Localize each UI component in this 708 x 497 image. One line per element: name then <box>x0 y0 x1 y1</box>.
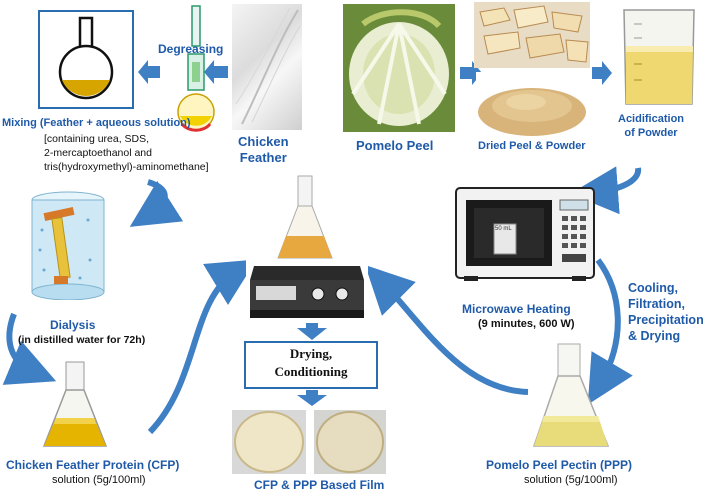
arrow-ppp-to-hotplate <box>365 265 529 395</box>
dried-peel-photo <box>474 2 590 68</box>
arrow-acid-to-microwave <box>570 166 642 215</box>
mixing-detail: [containing urea, SDS, 2-mercaptoethanol… <box>44 133 209 173</box>
dialysis-label: Dialysis <box>50 318 96 332</box>
microwave-detail: (9 minutes, 600 W) <box>478 318 575 330</box>
cfp-title: Chicken Feather Protein (CFP) <box>6 458 180 472</box>
arrow-cfp-to-hotplate <box>147 259 257 435</box>
cfp-film-photo <box>232 410 306 474</box>
drying-label: Drying, Conditioning <box>274 346 348 379</box>
cfp-detail: solution (5g/100ml) <box>52 474 146 486</box>
dried-peel-label: Dried Peel & Powder <box>478 140 586 152</box>
microwave-oven: 50 mL <box>454 186 596 282</box>
ppp-title: Pomelo Peel Pectin (PPP) <box>486 458 633 472</box>
feather-photo <box>232 4 302 130</box>
pomelo-photo <box>343 4 455 132</box>
degreasing-label: Degreasing <box>158 42 224 56</box>
round-flask-icon <box>58 16 114 100</box>
ppp-film-photo <box>314 410 386 474</box>
ppp-detail: solution (5g/100ml) <box>524 474 618 486</box>
soxhlet-apparatus <box>168 4 224 134</box>
arrow-microwave-to-ppp <box>587 258 633 405</box>
arrow-feather-to-degreasing <box>204 60 228 84</box>
pomelo-peel-label: Pomelo Peel <box>356 138 434 153</box>
mixing-flask-panel <box>38 10 134 109</box>
cfp-flask <box>38 360 112 452</box>
mixing-title: Mixing (Feather + aqueous solution) <box>2 117 191 129</box>
powder-photo <box>476 72 588 138</box>
dialysis-detail: (in distilled water for 72h) <box>18 334 146 346</box>
arrow-dried-to-acid <box>592 61 612 85</box>
beaker-mark: 50 mL <box>495 226 512 232</box>
hotplate-photo <box>246 170 368 322</box>
arrow-mixing-to-dialysis <box>129 179 184 227</box>
drying-box: Drying, Conditioning <box>244 341 378 389</box>
ppp-flask <box>528 342 614 450</box>
arrow-dialysis-to-cfp <box>2 312 57 385</box>
chicken-feather-label: Chicken Feather <box>238 134 289 165</box>
film-label: CFP & PPP Based Film <box>254 478 385 492</box>
arrow-drying-down <box>297 390 327 406</box>
arrow-hotplate-down <box>297 323 327 340</box>
acidification-label: Acidification of Powder <box>618 113 685 139</box>
arrow-degreasing-to-mixing <box>138 60 160 84</box>
dialysis-cylinder <box>28 190 108 301</box>
acidified-beaker <box>614 4 704 110</box>
microwave-label: Microwave Heating <box>462 302 571 316</box>
cooling-label: Cooling, Filtration, Precipitation & Dry… <box>628 281 704 343</box>
